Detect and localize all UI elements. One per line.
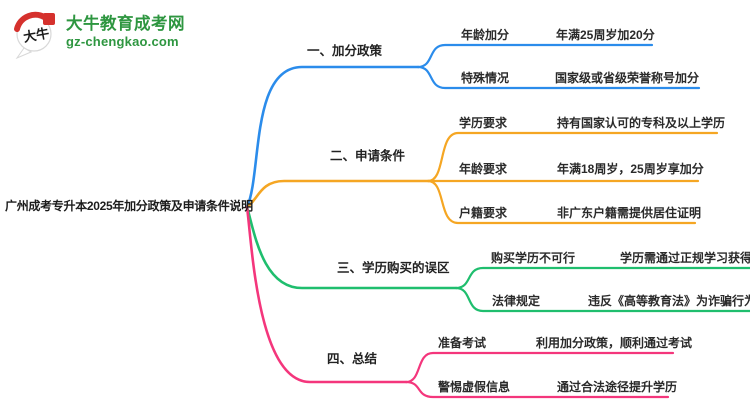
branch4-label: 四、总结 bbox=[327, 352, 378, 366]
branch1-child1-label: 年龄加分 bbox=[461, 28, 510, 42]
logo-text-block: 大牛教育成考网 gz-chengkao.com bbox=[66, 7, 185, 49]
site-logo: 大牛 大牛教育成考网 gz-chengkao.com bbox=[10, 7, 185, 59]
branch1-child1-value: 年满25周岁加20分 bbox=[556, 28, 655, 42]
branch4-child1-value: 利用加分政策，顺利通过考试 bbox=[536, 336, 693, 350]
branch2-child3-line bbox=[426, 179, 697, 225]
logo-red-arc bbox=[14, 11, 49, 32]
branch3-spine-line bbox=[245, 205, 458, 290]
logo-badge-text: 大牛 bbox=[22, 25, 50, 44]
branch1-spine-line bbox=[245, 65, 420, 209]
branch2-child1-value: 持有国家认可的专科及以上学历 bbox=[557, 116, 726, 130]
root-node-title: 广州成考专升本2025年加分政策及申请条件说明 bbox=[5, 199, 253, 213]
branch3-child1-line bbox=[454, 266, 750, 290]
branch2-child2-value: 年满18周岁，25周岁享加分 bbox=[557, 162, 704, 176]
branch3-label: 三、学历购买的误区 bbox=[337, 261, 450, 275]
branch4-child2-label: 警惕虚假信息 bbox=[438, 380, 511, 394]
branch1-child2-value: 国家级或省级荣誉称号加分 bbox=[555, 71, 700, 85]
branch2-child1-label: 学历要求 bbox=[459, 116, 508, 130]
branch4-child1-line bbox=[404, 351, 675, 384]
branch4-child2-line bbox=[404, 380, 670, 399]
logo-red-seal bbox=[43, 13, 55, 25]
branch2-spine-line bbox=[245, 179, 430, 209]
branch2-child1-line bbox=[426, 131, 719, 183]
branch2-child2-label: 年龄要求 bbox=[459, 162, 508, 176]
branch1-child2-label: 特殊情况 bbox=[461, 71, 510, 85]
branch2-label: 二、申请条件 bbox=[330, 149, 406, 163]
branch2-child3-label: 户籍要求 bbox=[459, 206, 508, 220]
logo-bull-icon: 大牛 bbox=[14, 11, 55, 59]
branch3-child2-value: 违反《高等教育法》为诈骗行为 bbox=[588, 294, 750, 308]
branch3-child2-line bbox=[454, 286, 750, 313]
branch1-child2-line bbox=[416, 65, 701, 90]
branch4-child1-label: 准备考试 bbox=[438, 336, 487, 350]
site-url: gz-chengkao.com bbox=[66, 34, 179, 49]
site-name: 大牛教育成考网 bbox=[66, 15, 185, 33]
branch1-label: 一、加分政策 bbox=[307, 44, 383, 58]
branch3-child1-label: 购买学历不可行 bbox=[491, 251, 576, 265]
branch3-child2-label: 法律规定 bbox=[492, 294, 541, 308]
speech-bubble-tail bbox=[15, 47, 33, 59]
branch4-child2-value: 通过合法途径提升学历 bbox=[557, 380, 678, 394]
branch4-spine-line bbox=[245, 205, 408, 384]
branch1-child1-line bbox=[416, 43, 654, 69]
branch2-child3-value: 非广东户籍需提供居住证明 bbox=[557, 206, 702, 220]
branch3-child1-value: 学历需通过正规学习获得 bbox=[620, 251, 750, 265]
